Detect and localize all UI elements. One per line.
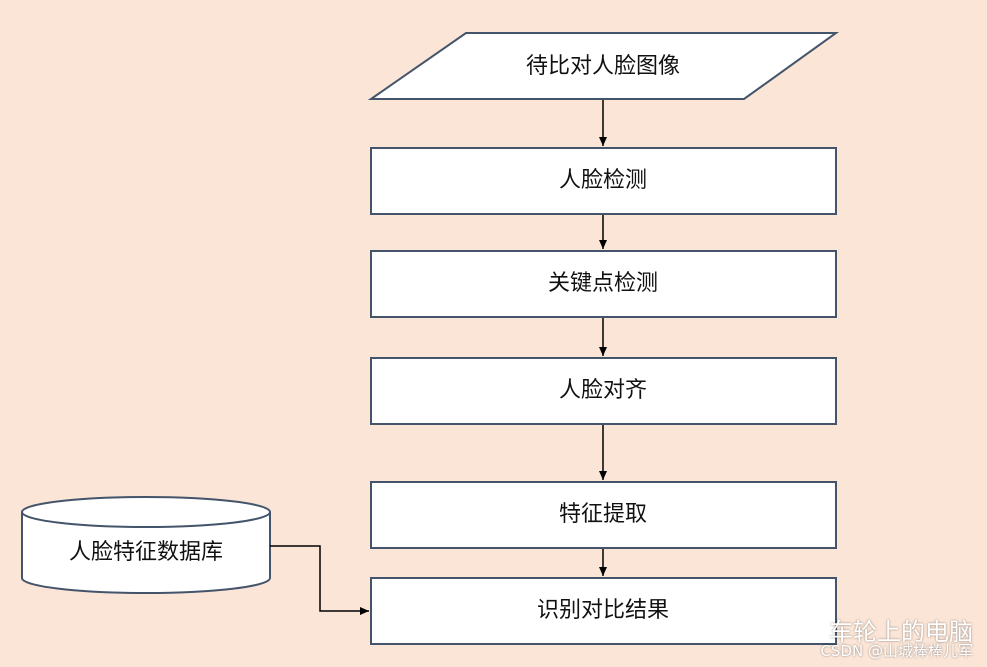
compare-result-node: 识别对比结果 xyxy=(370,577,837,645)
wechat-icon xyxy=(793,618,823,641)
watermark-channel: 车轮上的电脑 xyxy=(793,612,973,647)
input-image-label: 待比对人脸图像 xyxy=(526,54,680,79)
arrow-db-to-result xyxy=(270,545,369,615)
watermark-credit: CSDN @山城棒棒儿军 xyxy=(820,642,973,660)
keypoint-detect-node: 关键点检测 xyxy=(370,250,837,318)
feature-extract-node: 特征提取 xyxy=(370,481,837,549)
face-detect-label: 人脸检测 xyxy=(559,168,647,193)
watermark-channel-text: 车轮上的电脑 xyxy=(829,618,973,646)
face-detect-node: 人脸检测 xyxy=(370,147,837,215)
input-image-node: 待比对人脸图像 xyxy=(367,32,840,100)
feature-extract-label: 特征提取 xyxy=(559,502,647,527)
compare-result-label: 识别对比结果 xyxy=(537,598,669,623)
feature-db-node: 人脸特征数据库 xyxy=(21,496,271,594)
keypoint-detect-label: 关键点检测 xyxy=(548,271,658,296)
face-align-label: 人脸对齐 xyxy=(559,378,647,403)
face-align-node: 人脸对齐 xyxy=(370,357,837,425)
feature-db-label: 人脸特征数据库 xyxy=(69,540,223,565)
